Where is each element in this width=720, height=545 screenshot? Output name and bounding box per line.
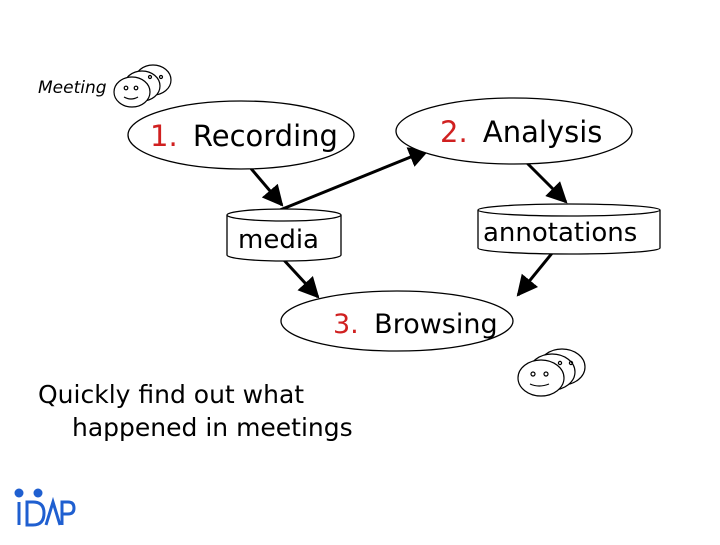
arrow-analysis-to-annotations — [525, 161, 568, 204]
connectors — [246, 147, 568, 299]
svg-text:2. Analysis: 2. Analysis — [440, 115, 602, 149]
node-recording: 1. Recording — [127, 100, 355, 170]
recording-number: 1. — [150, 119, 178, 153]
analysis-number: 2. — [440, 115, 468, 149]
idiap-logo — [14, 488, 76, 527]
arrow-media-to-browsing — [280, 256, 320, 299]
face-group-icon — [517, 348, 586, 397]
svg-text:3. Browsing: 3. Browsing — [333, 309, 498, 340]
browsing-number: 3. — [333, 309, 359, 340]
recording-text: Recording — [193, 119, 338, 153]
media-label: media — [238, 225, 319, 255]
node-browsing: 3. Browsing — [280, 290, 514, 352]
arrow-annotations-to-browsing — [516, 251, 555, 297]
node-media: media — [226, 208, 342, 262]
caption-line-1: Quickly find out what — [38, 380, 305, 409]
caption: Quickly find out what happened in meetin… — [38, 378, 378, 444]
node-analysis: 2. Analysis — [395, 97, 633, 165]
analysis-text: Analysis — [483, 115, 602, 149]
browsing-text: Browsing — [374, 309, 497, 340]
svg-text:1. Recording: 1. Recording — [150, 119, 338, 153]
caption-line-2: happened in meetings — [72, 413, 353, 442]
meeting-label: Meeting — [38, 78, 107, 98]
arrow-recording-to-media — [246, 164, 284, 207]
arrow-media-to-analysis — [279, 147, 430, 212]
node-annotations: annotations — [477, 203, 661, 255]
face-group-icon — [113, 64, 172, 108]
annotations-label: annotations — [483, 218, 637, 248]
